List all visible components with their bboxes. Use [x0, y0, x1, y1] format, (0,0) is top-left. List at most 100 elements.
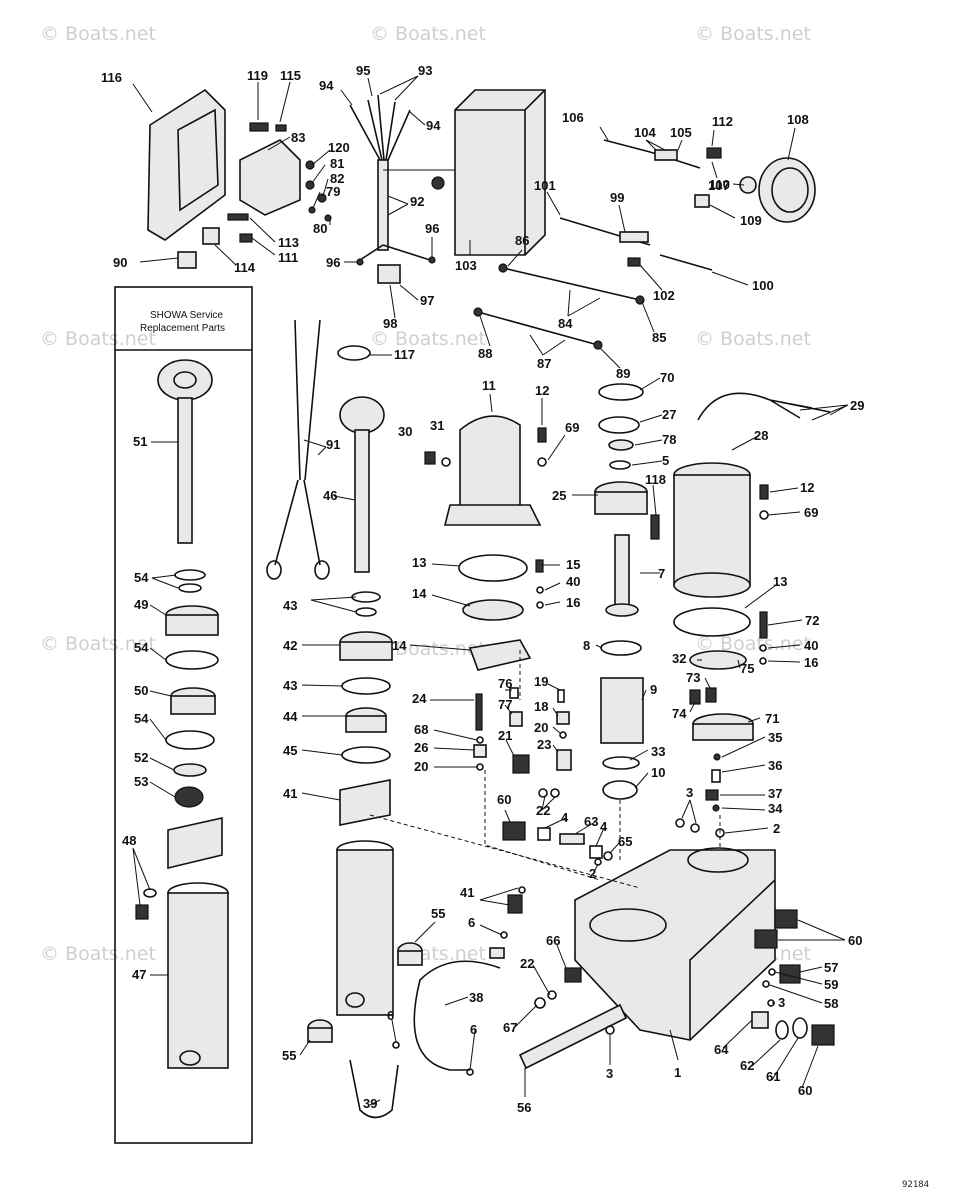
callout-16: 16 — [566, 595, 580, 610]
leader — [149, 757, 175, 771]
leader — [433, 747, 475, 751]
callout-87: 87 — [537, 356, 551, 371]
callout-26: 26 — [414, 740, 428, 755]
part-28-motor — [673, 474, 751, 586]
part-4-spring — [537, 827, 551, 841]
callout-79: 79 — [326, 184, 340, 199]
part-46-rod — [354, 429, 370, 573]
leader — [479, 887, 519, 906]
rod-eye-bore — [173, 371, 197, 389]
part-54-oring — [174, 569, 206, 581]
part-45-oring — [341, 746, 391, 764]
part-82-washer — [317, 193, 327, 203]
callout-82: 82 — [330, 171, 344, 186]
leader — [639, 377, 661, 391]
part-46-rod-eye — [339, 396, 385, 434]
watermark: © Boats.net — [370, 23, 486, 45]
leader — [544, 582, 561, 591]
leader — [322, 178, 329, 197]
part-91-wires — [294, 319, 321, 481]
part-83-switch — [239, 139, 301, 216]
watermark: © Boats.net — [695, 633, 811, 655]
part-26-plug — [473, 744, 487, 758]
leader — [574, 821, 596, 835]
leader — [737, 659, 741, 669]
callout-102: 102 — [653, 288, 675, 303]
callout-85: 85 — [652, 330, 666, 345]
part-23-fitting — [556, 749, 572, 771]
part-63-pin — [559, 833, 585, 845]
leader — [514, 1004, 538, 1028]
leader — [139, 257, 179, 263]
leader — [639, 414, 663, 423]
part-9-cylinder — [600, 677, 644, 744]
part-60-plug-4 — [811, 1024, 835, 1046]
part-43-oring-small — [355, 607, 377, 617]
callout-115: 115 — [280, 68, 301, 83]
leader — [721, 764, 766, 773]
leader — [681, 799, 697, 824]
plate-body — [692, 723, 754, 741]
leader — [711, 129, 715, 147]
watermark: © Boats.net — [695, 328, 811, 350]
callout-60: 60 — [497, 792, 511, 807]
callout-51: 51 — [133, 434, 147, 449]
leader — [132, 83, 153, 113]
leader — [552, 726, 561, 734]
callout-34: 34 — [768, 801, 783, 816]
callout-64: 64 — [714, 1042, 729, 1057]
callout-4: 4 — [561, 810, 569, 825]
inset-title-line1: SHOWA Service — [150, 310, 223, 321]
leader — [552, 744, 559, 753]
part-116-cover — [147, 88, 226, 241]
leader — [529, 334, 566, 356]
leader — [279, 81, 291, 123]
part-115-screw — [275, 124, 287, 132]
callout-44: 44 — [283, 709, 298, 724]
part-86-end — [498, 263, 508, 273]
callout-12: 12 — [800, 480, 814, 495]
leader — [721, 807, 766, 811]
part-10-oring — [602, 780, 638, 800]
part-118-clip — [650, 514, 660, 540]
callout-116: 116 — [101, 70, 122, 85]
part-51-rod-eye — [157, 359, 213, 401]
part-8-ring — [600, 640, 642, 656]
wire-terminal — [266, 560, 282, 580]
callout-86: 86 — [515, 233, 529, 248]
leader — [214, 244, 237, 266]
leader — [379, 75, 419, 101]
part-69-washer — [537, 457, 547, 467]
callout-20: 20 — [534, 720, 548, 735]
part-58-oring — [762, 980, 770, 988]
callout-61: 61 — [766, 1069, 780, 1084]
leader — [769, 487, 799, 493]
part-77-valve — [509, 711, 523, 727]
part-48-fitting — [135, 904, 149, 920]
leader — [546, 191, 561, 216]
callout-89: 89 — [616, 366, 630, 381]
part-108-gauge — [758, 157, 816, 223]
leader — [767, 644, 801, 649]
callout-109: 109 — [740, 213, 762, 228]
callout-78: 78 — [662, 432, 676, 447]
leader — [677, 139, 683, 151]
part-60-plug-3 — [754, 929, 778, 949]
part-12-screw — [537, 427, 547, 443]
leader — [267, 136, 291, 151]
part-6-oring-2 — [392, 1041, 400, 1049]
callout-32: 32 — [672, 651, 686, 666]
leader — [711, 271, 749, 286]
callout-100: 100 — [752, 278, 774, 293]
callout-6: 6 — [468, 915, 475, 930]
pump-top-body — [594, 491, 648, 515]
callout-42: 42 — [283, 638, 297, 653]
callout-24: 24 — [412, 691, 427, 706]
part-64-valve — [751, 1011, 769, 1029]
leader — [301, 792, 341, 801]
inset-border — [114, 286, 253, 1144]
callout-11: 11 — [482, 378, 496, 393]
callout-65: 65 — [618, 834, 632, 849]
part-56-shaft — [518, 1003, 628, 1070]
